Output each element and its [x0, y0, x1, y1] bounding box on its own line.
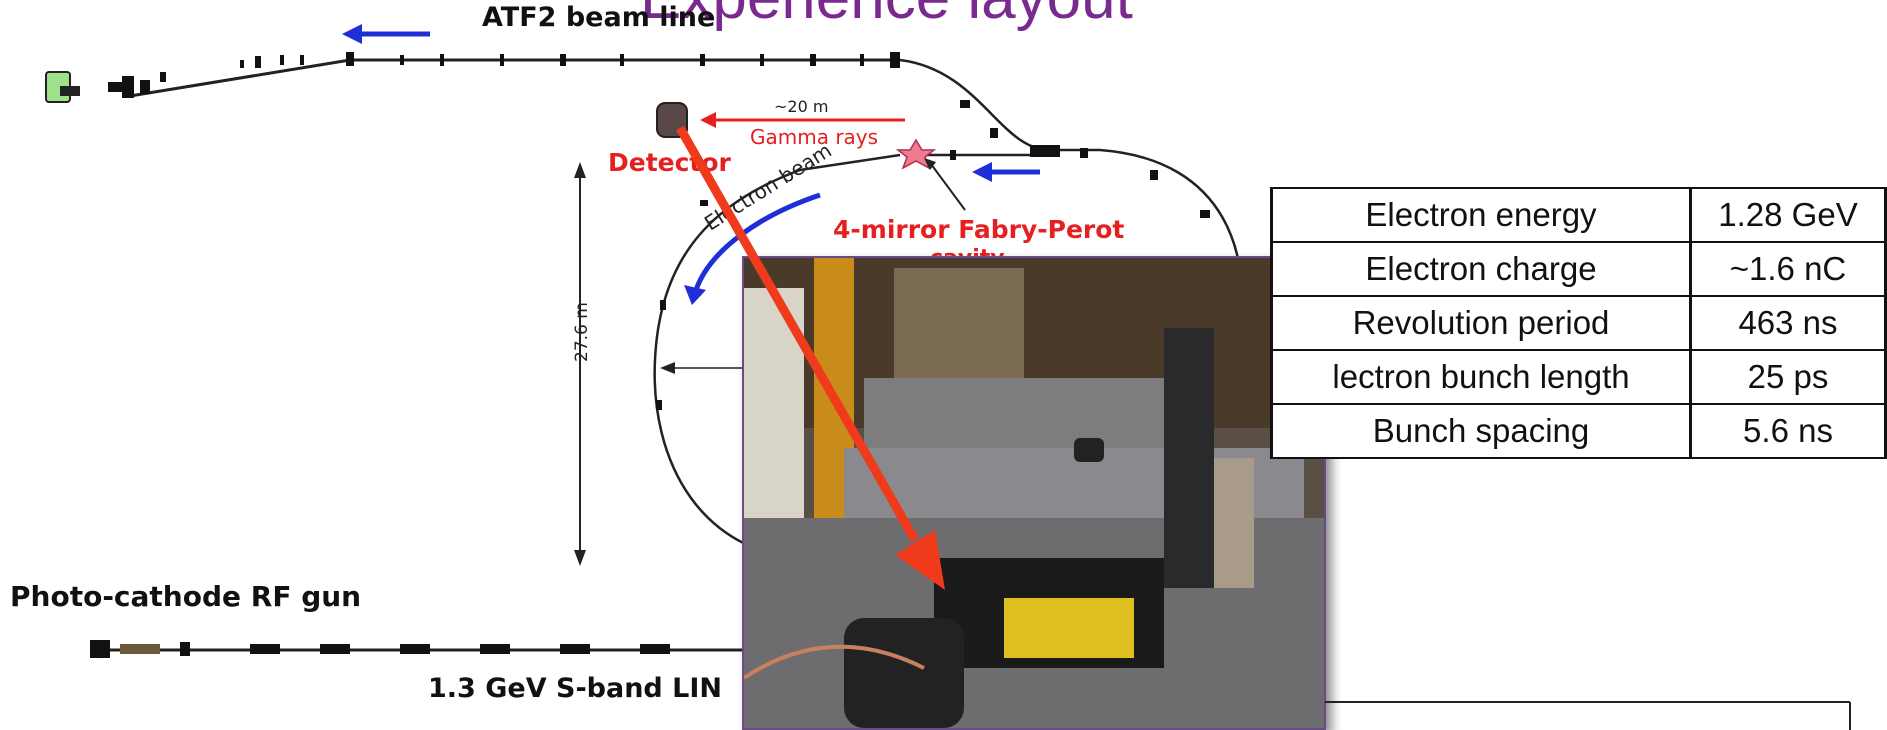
height-label: 27.6 m [572, 302, 592, 362]
experience-layout-slide: Experience layout ATF2 beam line Detecto… [0, 0, 1887, 712]
parameter-row: Electron charge~1.6 nC [1272, 242, 1886, 296]
linac-label: 1.3 GeV S-band LIN [428, 673, 722, 704]
parameter-name: Electron charge [1272, 242, 1691, 296]
detector-icon [657, 103, 687, 137]
detector-label: Detector [608, 148, 731, 177]
parameter-value: ~1.6 nC [1691, 242, 1886, 296]
atf2-beamline [130, 60, 900, 96]
parameter-name: lectron bunch length [1272, 350, 1691, 404]
atf2-beamline-label: ATF2 beam line [482, 2, 715, 33]
fabry-perot-label: 4-mirror Fabry-Perot [833, 215, 1124, 244]
distance-label: ~20 m [774, 97, 828, 116]
parameter-name: Bunch spacing [1272, 404, 1691, 458]
plot-axis-fragment [1325, 700, 1885, 730]
parameter-value: 1.28 GeV [1691, 188, 1886, 242]
parameter-name: Electron energy [1272, 188, 1691, 242]
rf-gun-label: Photo-cathode RF gun [10, 580, 361, 613]
detector-photo [742, 256, 1326, 730]
parameter-name: Revolution period [1272, 296, 1691, 350]
parameter-value: 25 ps [1691, 350, 1886, 404]
parameter-value: 463 ns [1691, 296, 1886, 350]
parameter-value: 5.6 ns [1691, 404, 1886, 458]
